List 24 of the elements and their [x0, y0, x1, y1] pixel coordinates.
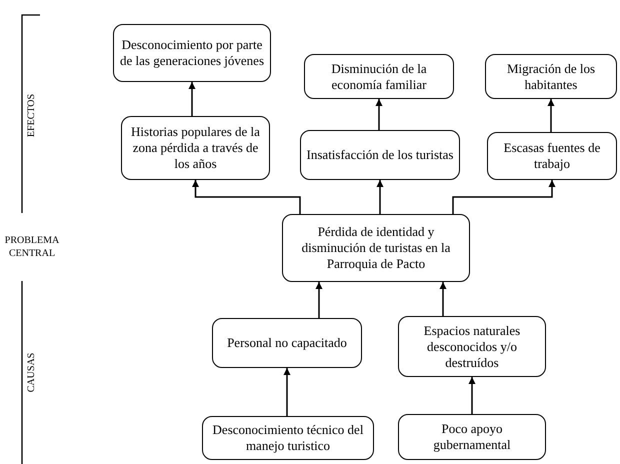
arrow [376, 99, 382, 130]
arrow [316, 282, 322, 318]
section-label: EFECTOS [25, 93, 38, 137]
section-label: CAUSAS [25, 352, 38, 392]
arrow [440, 282, 446, 316]
text-box: Insatisfacción de los turistas [300, 130, 460, 180]
section-label: PROBLEMA CENTRAL [4, 234, 60, 260]
text-box: Personal no capacitado [212, 318, 362, 368]
arrow [452, 180, 556, 214]
arrow [548, 99, 554, 132]
arrow [468, 377, 476, 414]
arrow [192, 180, 301, 214]
text-box: Historias populares de la zona pérdida a través de los años [121, 116, 270, 180]
text-box: Desconocimiento por parte de las generaciones jóvenes [113, 24, 271, 82]
arrow [284, 368, 290, 416]
text-box: Pérdida de identidad y disminución de turistas en la Parroquia de Pacto [282, 214, 470, 282]
text-box: Desconocimiento técnico del manejo turistico [202, 416, 374, 460]
text-box: Escasas fuentes de trabajo [487, 132, 617, 180]
text-box: Poco apoyo gubernamental [398, 414, 546, 460]
text-box: Espacios naturales desconocidos y/o destruídos [398, 316, 546, 377]
arrow [188, 82, 196, 116]
arrow [376, 180, 384, 214]
text-box: Disminución de la economía familiar [304, 54, 454, 99]
text-box: Migración de los habitantes [485, 54, 617, 99]
